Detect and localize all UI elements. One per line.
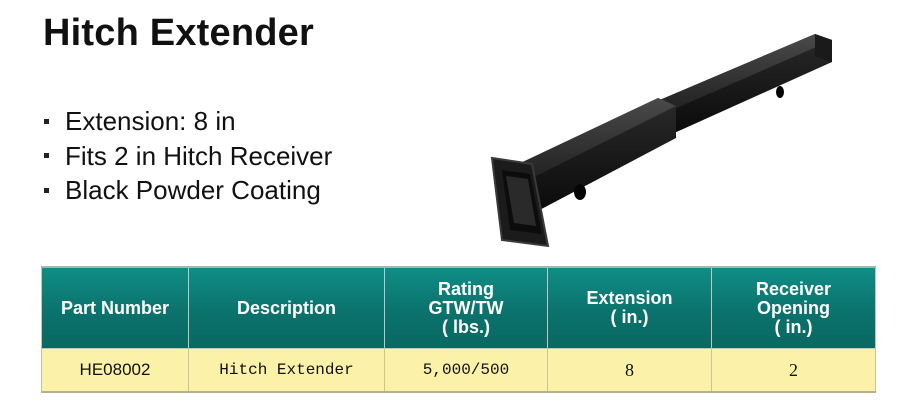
column-header-rating: Rating GTW/TW ( lbs.) bbox=[384, 266, 548, 349]
bullet-icon bbox=[44, 187, 49, 193]
hitch-extender-product-image bbox=[490, 34, 832, 248]
feature-text: Extension: 8 in bbox=[65, 106, 236, 136]
column-header-extension: Extension ( in.) bbox=[547, 266, 712, 349]
specification-table: Part Number Description Rating GTW/TW ( … bbox=[41, 266, 876, 393]
column-header-receiver-opening: Receiver Opening ( in.) bbox=[711, 266, 876, 349]
feature-item: Black Powder Coating bbox=[42, 173, 332, 208]
column-header-description: Description bbox=[188, 266, 385, 349]
column-header-part-number: Part Number bbox=[41, 266, 189, 349]
cell-part-number: HE08002 bbox=[41, 348, 189, 393]
bullet-icon bbox=[44, 153, 49, 159]
cell-extension: 8 bbox=[547, 348, 712, 393]
feature-item: Extension: 8 in bbox=[42, 104, 332, 139]
feature-text: Black Powder Coating bbox=[65, 175, 321, 205]
cell-description: Hitch Extender bbox=[188, 348, 385, 393]
cell-receiver-opening: 2 bbox=[711, 348, 876, 393]
feature-text: Fits 2 in Hitch Receiver bbox=[65, 140, 333, 171]
feature-list: Extension: 8 in Fits 2 in Hitch Receiver… bbox=[42, 104, 332, 208]
feature-item: Fits 2 in Hitch Receiver bbox=[42, 139, 332, 174]
cell-rating: 5,000/500 bbox=[384, 348, 548, 393]
table-row: HE08002 Hitch Extender 5,000/500 8 2 bbox=[41, 348, 876, 393]
table-header-row: Part Number Description Rating GTW/TW ( … bbox=[41, 266, 876, 349]
bullet-icon bbox=[44, 118, 49, 124]
page-title: Hitch Extender bbox=[43, 12, 314, 54]
